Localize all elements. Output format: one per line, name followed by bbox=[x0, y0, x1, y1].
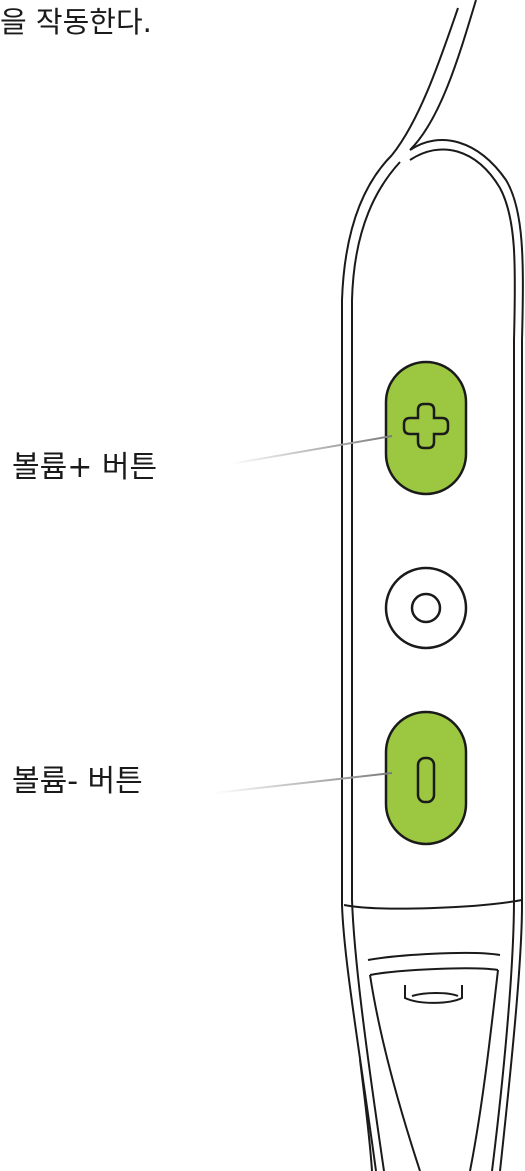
volume-down-label: 볼륨- 버튼 bbox=[12, 764, 143, 799]
volume-up-button[interactable] bbox=[384, 360, 468, 496]
lower-connector bbox=[359, 951, 501, 1171]
instruction-caption: 을 작동한다. bbox=[0, 5, 152, 39]
ring-button-icon bbox=[410, 592, 442, 624]
volume-up-leader-line bbox=[229, 435, 393, 465]
remote-housing-outer bbox=[341, 139, 524, 1171]
volume-up-label: 볼륨+ 버튼 bbox=[12, 450, 158, 485]
volume-down-leader-line bbox=[213, 772, 393, 794]
plus-icon bbox=[402, 402, 450, 450]
housing-seam bbox=[343, 899, 523, 910]
volume-down-button[interactable] bbox=[384, 710, 468, 846]
center-button[interactable] bbox=[384, 566, 468, 650]
minus-icon bbox=[416, 756, 436, 804]
remote-housing-inner bbox=[351, 148, 516, 1171]
top-cable bbox=[391, 0, 477, 156]
